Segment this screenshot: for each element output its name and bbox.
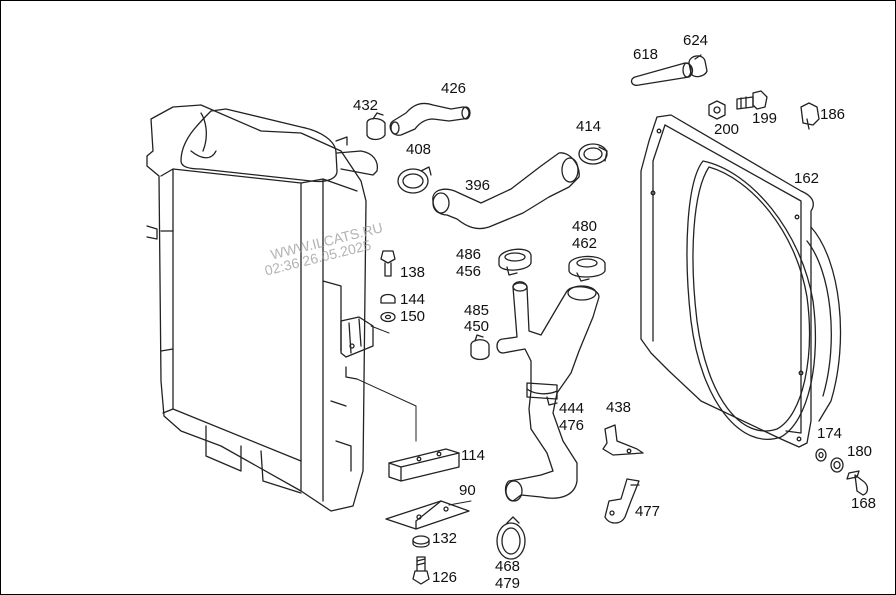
washer-150 <box>380 311 396 323</box>
label-180[interactable]: 180 <box>847 443 873 460</box>
label-476[interactable]: 476 <box>559 417 585 434</box>
label-432[interactable]: 432 <box>353 97 379 114</box>
washer-132 <box>412 535 430 548</box>
bracket-477 <box>604 478 640 524</box>
label-618[interactable]: 618 <box>633 46 659 63</box>
label-485[interactable]: 485 <box>464 302 490 319</box>
label-468[interactable]: 468 <box>495 558 521 575</box>
label-168[interactable]: 168 <box>851 495 877 512</box>
fan-shroud <box>640 114 842 448</box>
lower-bracket <box>385 500 472 530</box>
hose-396 <box>432 152 580 230</box>
label-186[interactable]: 186 <box>820 106 846 123</box>
rubber-mount <box>388 448 460 482</box>
bolt-168 <box>846 470 869 496</box>
label-396[interactable]: 396 <box>465 177 491 194</box>
bracket-438 <box>602 424 644 456</box>
tube-618 <box>630 62 694 86</box>
hose-444 <box>496 281 600 502</box>
label-138[interactable]: 138 <box>400 264 426 281</box>
label-90[interactable]: 90 <box>459 482 476 499</box>
label-444[interactable]: 444 <box>559 400 585 417</box>
label-438[interactable]: 438 <box>606 399 632 416</box>
label-480[interactable]: 480 <box>572 218 598 235</box>
label-199[interactable]: 199 <box>752 110 778 127</box>
label-132[interactable]: 132 <box>432 530 458 547</box>
label-479[interactable]: 479 <box>495 575 521 592</box>
washer-144 <box>380 293 396 304</box>
clamp-485 <box>470 334 490 361</box>
hose-426 <box>389 102 471 136</box>
bolt-126 <box>412 556 430 585</box>
clamp-480 <box>568 255 606 282</box>
nut-200 <box>708 100 726 120</box>
label-174[interactable]: 174 <box>817 425 843 442</box>
clip-186 <box>800 102 820 130</box>
radiator-bracket <box>340 316 417 442</box>
clamp-414 <box>578 143 608 165</box>
radiator <box>146 104 367 512</box>
label-126[interactable]: 126 <box>432 569 458 586</box>
clamp-408 <box>397 166 432 194</box>
label-150[interactable]: 150 <box>400 308 426 325</box>
label-450[interactable]: 450 <box>464 318 490 335</box>
label-462[interactable]: 462 <box>572 235 598 252</box>
label-162[interactable]: 162 <box>794 170 820 187</box>
washer-174 <box>815 448 827 462</box>
grommet-180 <box>830 457 844 473</box>
label-426[interactable]: 426 <box>441 80 467 97</box>
label-477[interactable]: 477 <box>635 503 661 520</box>
clamp-432 <box>366 112 386 141</box>
bolt-199 <box>736 90 768 110</box>
expansion-tank <box>180 108 379 183</box>
label-114[interactable]: 114 <box>461 447 485 464</box>
label-456[interactable]: 456 <box>456 263 482 280</box>
label-486[interactable]: 486 <box>456 246 482 263</box>
label-200[interactable]: 200 <box>714 121 740 138</box>
label-414[interactable]: 414 <box>576 118 602 135</box>
label-144[interactable]: 144 <box>400 291 426 308</box>
clamp-486 <box>498 248 532 276</box>
label-408[interactable]: 408 <box>406 141 432 158</box>
clamp-624 <box>688 54 708 78</box>
bolt-138 <box>380 250 396 277</box>
label-624[interactable]: 624 <box>683 32 709 49</box>
clamp-468 <box>496 516 526 560</box>
